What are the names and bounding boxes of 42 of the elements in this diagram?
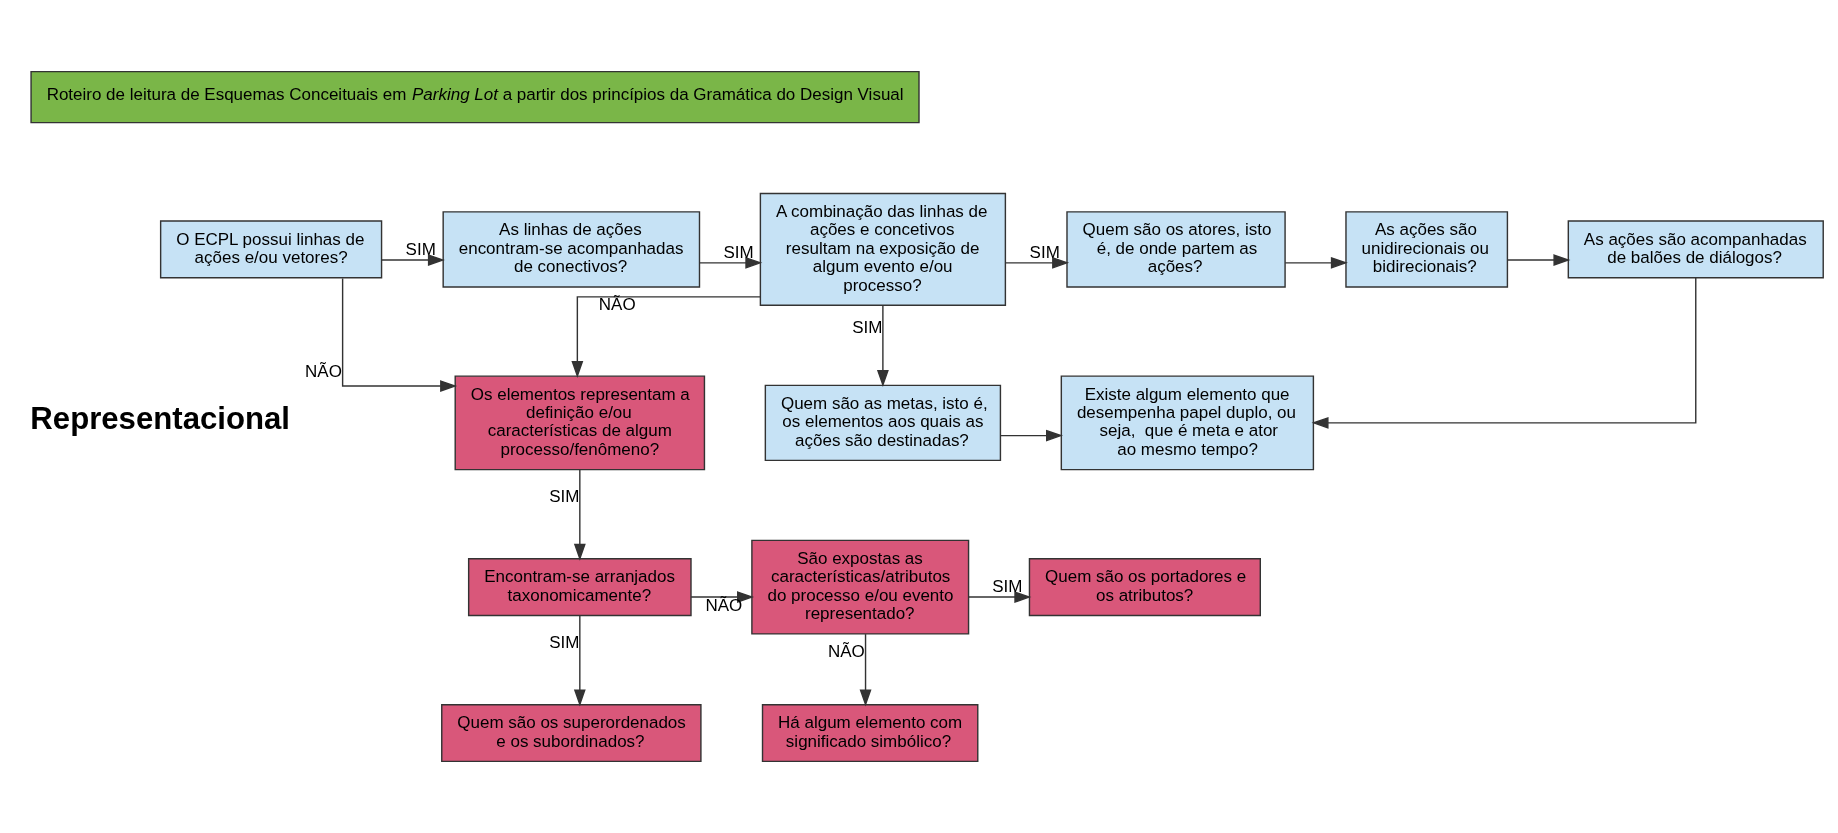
- node-box: As linhas de ações encontram-se acompanhadas de conectivos?: [442, 211, 701, 288]
- edge-label: NÃO: [705, 595, 743, 615]
- edge-label: NÃO: [598, 295, 636, 315]
- node-box: Roteiro de leitura de Esquemas Conceituais em Parking Lot a partir dos princípios da Gramática do Design Visual: [30, 70, 920, 124]
- arrow: [1284, 256, 1348, 269]
- arrow: [573, 469, 586, 561]
- arrow: [967, 591, 1032, 604]
- edge-label: SIM: [1029, 243, 1060, 263]
- node-box: São expostas as características/atributos do processo e/ou evento representado?: [751, 539, 970, 635]
- arrow: [341, 277, 458, 392]
- node-box: Encontram-se arranjados taxonomicamente?: [467, 558, 692, 617]
- node-box: Existe algum elemento que desempenha papel duplo, ou seja, que é meta e ator ao mesmo tempo?: [1060, 375, 1315, 471]
- node-box: As ações são unidirecionais ou bidirecionais?: [1345, 211, 1509, 288]
- edge-label: NÃO: [828, 642, 865, 662]
- arrow: [1311, 277, 1697, 429]
- arrow: [999, 429, 1063, 442]
- node-box: Quem são os superordenados e os subordinados?: [441, 704, 702, 763]
- edge-label: SIM: [405, 240, 436, 260]
- edge-label: SIM: [549, 633, 580, 653]
- node-box: Os elementos representam a definição e/ou características de algum processo/fenômeno?: [454, 375, 706, 471]
- node-box: A combinação das linhas de ações e concetivos resultam na exposição de algum evento e/ou processo?: [759, 192, 1007, 307]
- arrow: [699, 256, 763, 269]
- arrow: [571, 296, 762, 379]
- arrow: [1506, 254, 1571, 266]
- node-box: As ações são acompanhadas de balões de diálogos?: [1567, 220, 1824, 279]
- node-box: Quem são os atores, isto é, de onde partem as ações?: [1066, 211, 1286, 288]
- arrow: [859, 633, 872, 707]
- node-box: Quem são os portadores e os atributos?: [1028, 558, 1261, 617]
- arrow: [876, 305, 889, 388]
- node-box: O ECPL possui linhas de ações e/ou vetores?: [159, 220, 383, 279]
- edge-label: SIM: [992, 577, 1023, 597]
- node-box: Quem são as metas, isto é, os elementos aos quais as ações são destinadas?: [764, 384, 1002, 462]
- label: Representacional: [30, 401, 290, 437]
- edge-label: SIM: [549, 487, 580, 507]
- arrow: [380, 254, 445, 266]
- edge-label: NÃO: [305, 361, 342, 381]
- arrow: [573, 615, 586, 707]
- node-box: Há algum elemento com significado simbólico?: [761, 704, 979, 763]
- arrow: [1004, 256, 1070, 269]
- edge-label: SIM: [852, 318, 883, 338]
- arrow: [690, 591, 755, 604]
- edge-label: SIM: [723, 243, 754, 263]
